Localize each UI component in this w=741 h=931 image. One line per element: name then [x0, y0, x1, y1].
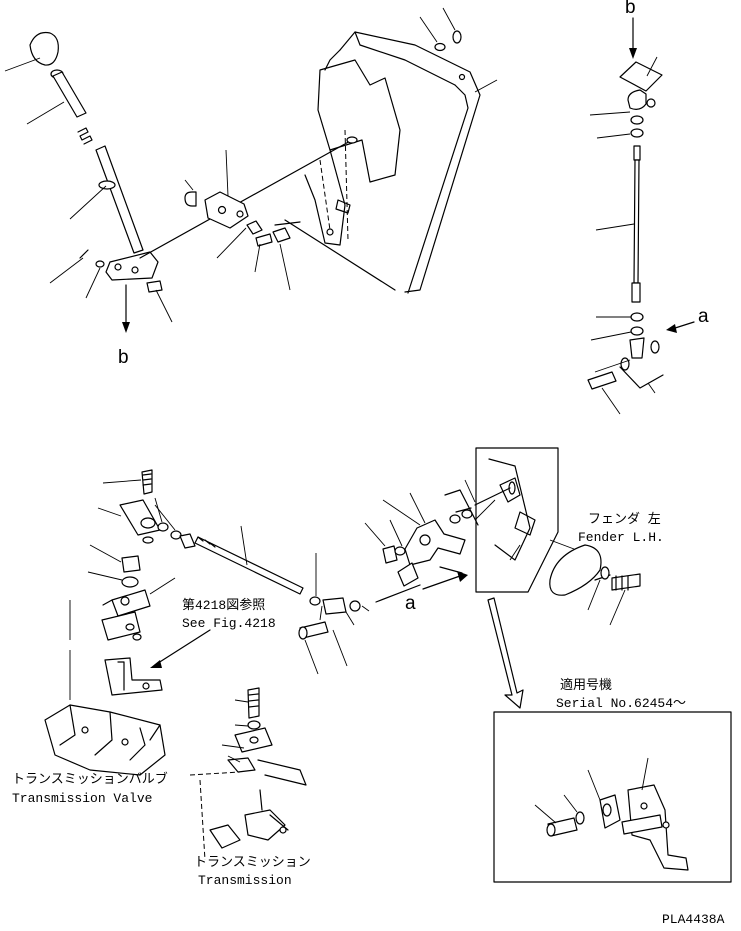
vertical-rod-assembly — [587, 17, 695, 415]
callout-b-top: b — [625, 0, 636, 18]
serial-label-en: Serial No.62454～ — [556, 696, 687, 711]
serial-label-jp: 適用号機 — [560, 678, 613, 693]
fender-bracket — [455, 447, 641, 709]
serial-inset — [493, 711, 732, 883]
transmission-valve-label-jp: トランスミッションバルブ — [12, 772, 168, 787]
callout-a-lower: a — [405, 593, 416, 614]
transmission-label-en: Transmission — [198, 873, 292, 888]
callout-a-right: a — [698, 306, 709, 327]
console-frame — [274, 7, 498, 294]
drawing-id: PLA4438A — [662, 912, 725, 927]
see-fig-label-en: See Fig.4218 — [182, 616, 276, 631]
transmission-valve — [44, 650, 166, 776]
cross-rod — [139, 139, 353, 259]
fender-label-jp: フェンダ 左 — [588, 512, 661, 527]
transmission-valve-label-en: Transmission Valve — [12, 791, 153, 806]
shift-lever-assembly — [4, 31, 173, 333]
see-fig-label-jp: 第4218図参照 — [182, 598, 266, 613]
bellcrank-assembly — [364, 489, 479, 603]
middle-linkage — [69, 469, 370, 675]
callout-b-left: b — [118, 347, 129, 368]
transmission-assembly — [189, 687, 307, 861]
fender-label-en: Fender L.H. — [578, 530, 664, 545]
pivot-bracket — [184, 149, 291, 291]
transmission-label-jp: トランスミッション — [194, 855, 311, 870]
